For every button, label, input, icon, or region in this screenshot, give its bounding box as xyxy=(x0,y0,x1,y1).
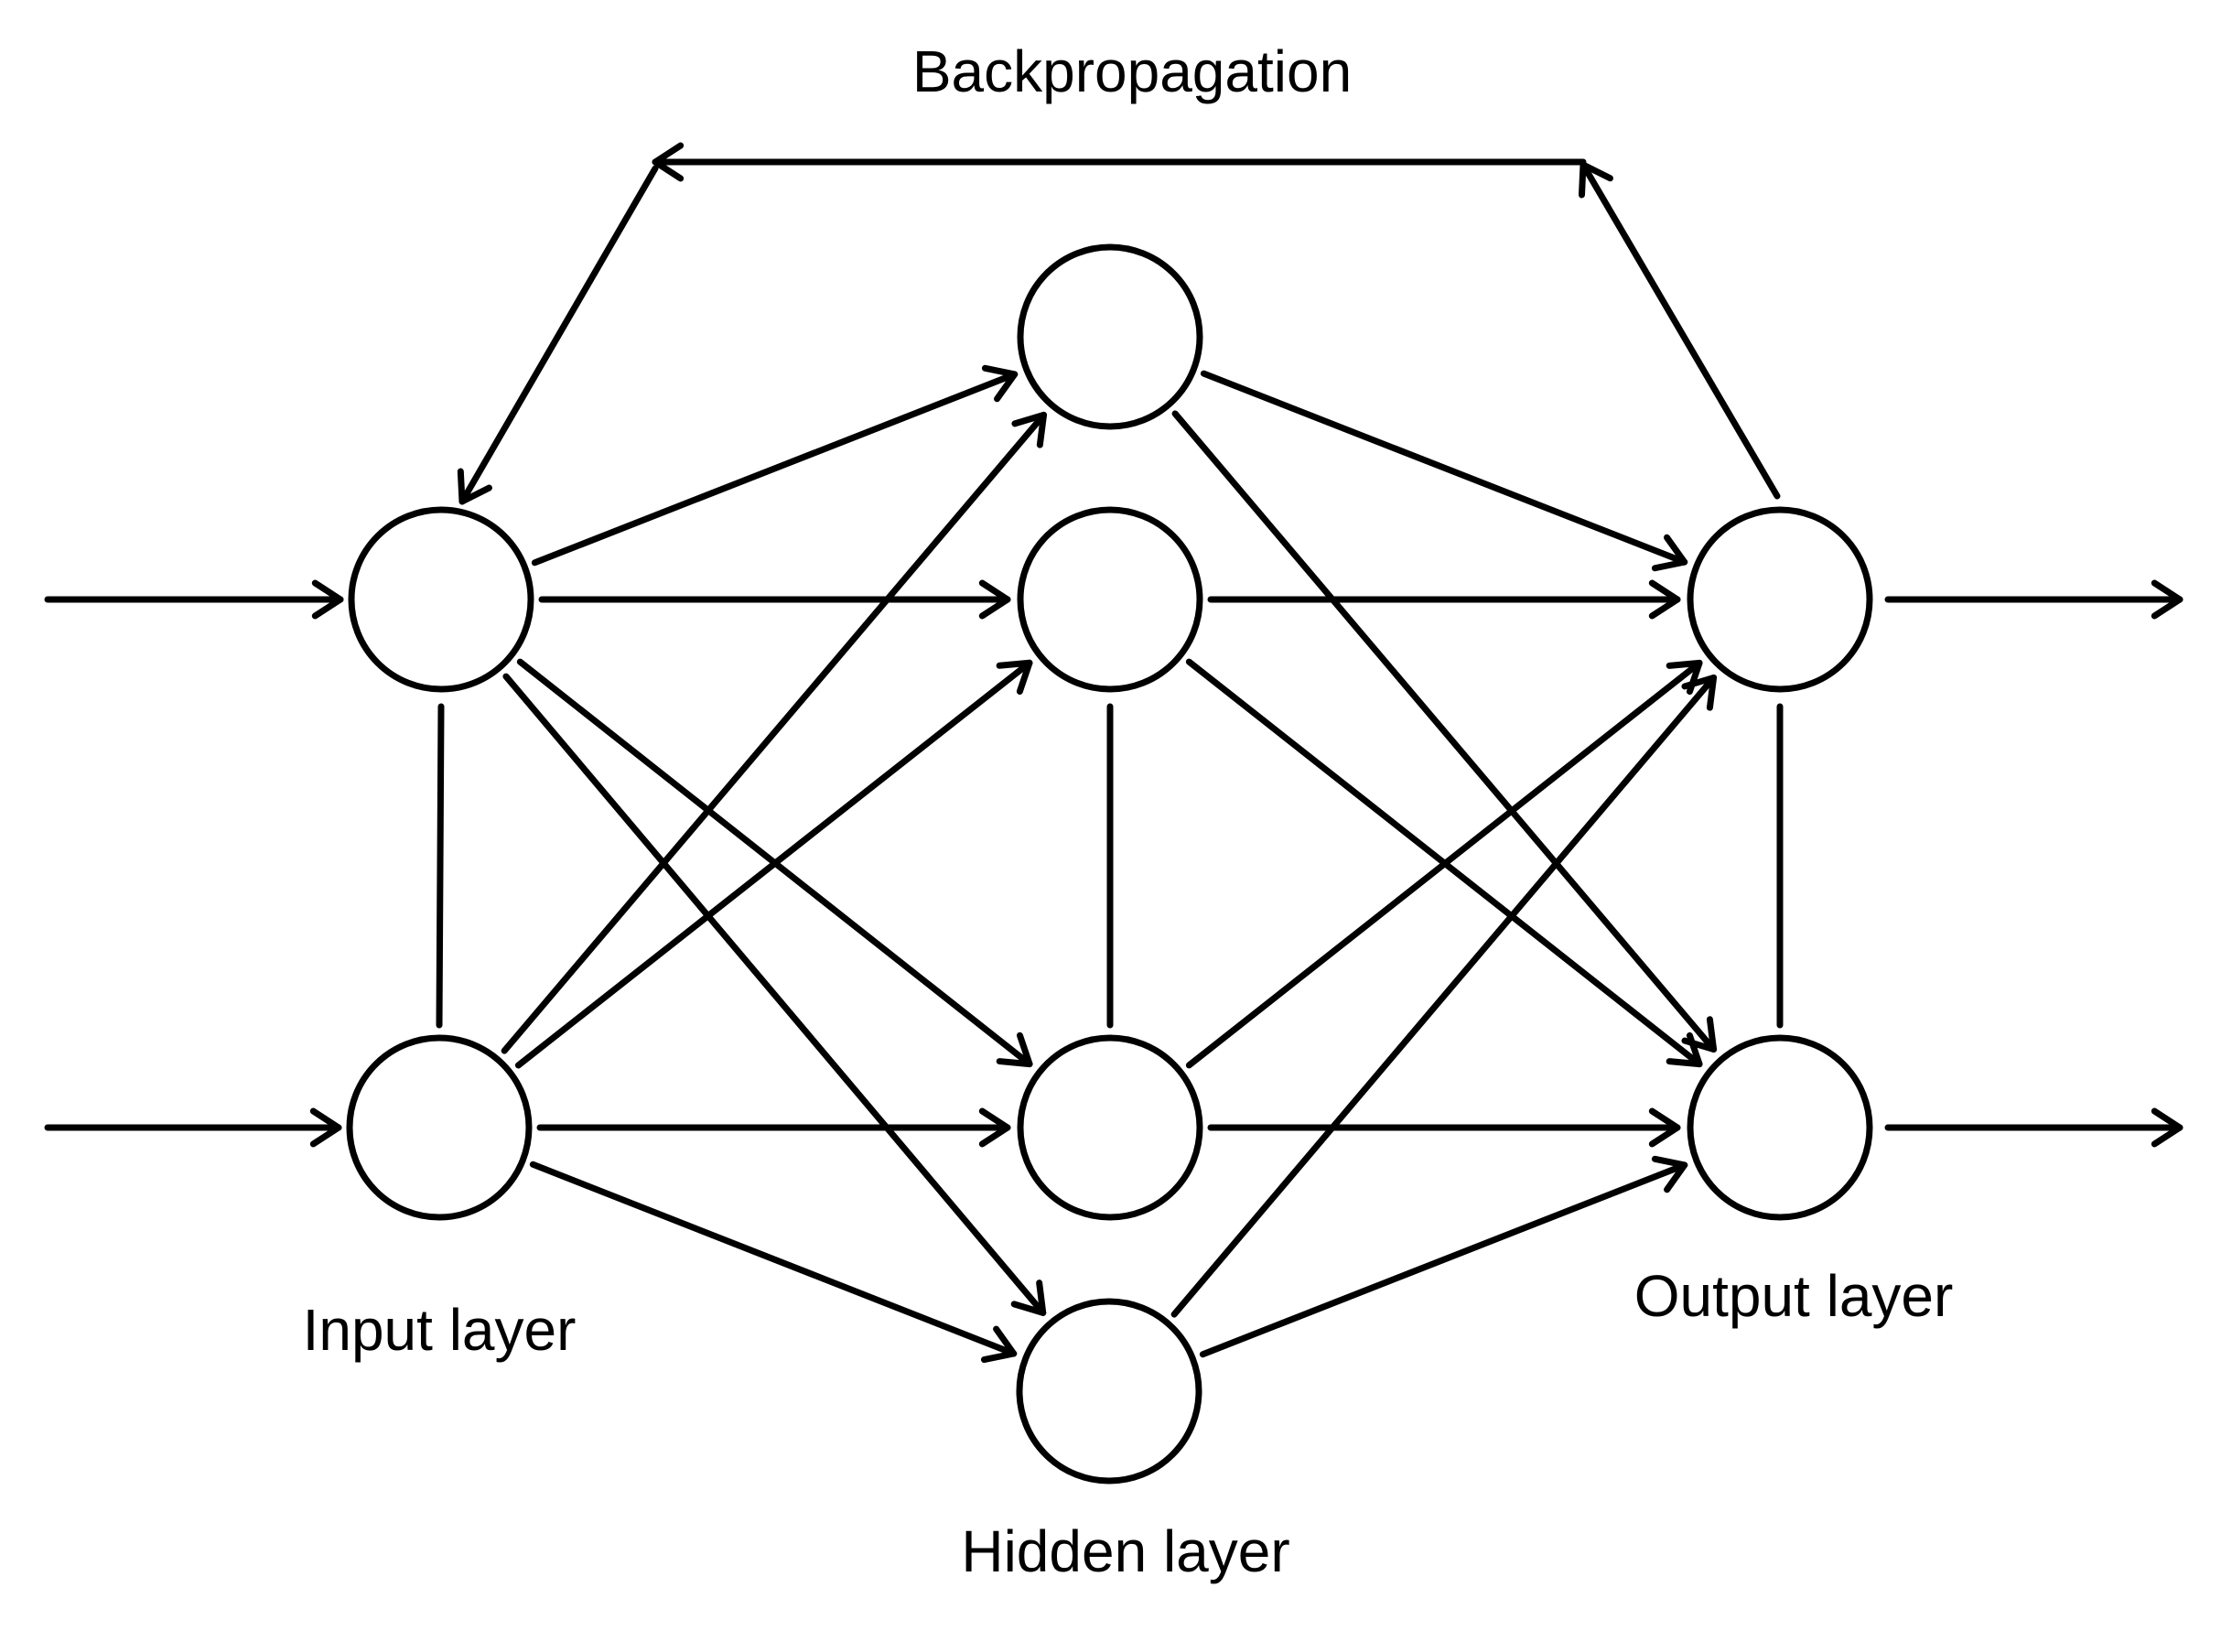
backprop-segment-3-arrowhead xyxy=(457,468,492,505)
edge-h4-o1 xyxy=(1170,674,1718,1318)
edge-h3-o2-arrowhead xyxy=(1648,1107,1681,1148)
input-arrow-i1-arrowhead xyxy=(311,579,344,620)
edge-i1-h3-arrowhead xyxy=(996,1031,1033,1068)
input-layer-label: Input layer xyxy=(303,1297,577,1363)
edge-i2-h1-arrowhead xyxy=(1011,411,1048,448)
edge-i2-h1 xyxy=(501,411,1048,1054)
edge-i1-h4-arrowhead xyxy=(1010,1279,1047,1316)
edge-h1-o1-arrowhead xyxy=(1651,534,1688,572)
edge-h3-o1 xyxy=(1185,659,1703,1069)
input-node-i2 xyxy=(346,1034,533,1221)
output-arrow-o2-arrowhead xyxy=(2151,1107,2183,1148)
edge-h4-o2-arrowhead xyxy=(1651,1155,1688,1193)
output-layer-label: Output layer xyxy=(1634,1263,1954,1329)
backprop-segment-3 xyxy=(458,165,659,505)
backprop-segment-1 xyxy=(1579,161,1781,500)
output-node-o1 xyxy=(1687,506,1873,693)
edge-i2-h3-arrowhead xyxy=(978,1107,1011,1148)
connector-i1-i2 xyxy=(436,703,445,1029)
backpropagation-title: Backpropagation xyxy=(912,38,1352,104)
edge-i2-h2-arrowhead xyxy=(996,659,1033,696)
hidden-node-h4 xyxy=(1016,1298,1202,1485)
connection-arrows xyxy=(44,364,2183,1364)
edge-h1-o1 xyxy=(1200,370,1688,566)
backprop-path xyxy=(457,142,1781,505)
edge-i2-h4-arrowhead xyxy=(980,1325,1018,1364)
output-arrow-o1-arrowhead xyxy=(2151,579,2183,620)
edge-h4-o2 xyxy=(1199,1161,1688,1358)
edge-i1-h1 xyxy=(531,371,1019,567)
neuron-nodes xyxy=(346,243,1873,1485)
edge-i1-h1-arrowhead xyxy=(981,364,1019,403)
edge-h2-o1-arrowhead xyxy=(1648,579,1681,620)
output-node-o2 xyxy=(1687,1034,1873,1221)
edge-i2-h2 xyxy=(514,659,1033,1069)
backprop-segment-2-arrowhead xyxy=(652,142,685,182)
edge-h4-o1-arrowhead xyxy=(1681,674,1718,711)
input-node-i1 xyxy=(348,506,534,693)
hidden-node-h3 xyxy=(1017,1034,1203,1221)
edge-i1-h2-arrowhead xyxy=(978,579,1011,620)
text-labels: Backpropagation Input layer Hidden layer… xyxy=(303,38,1954,1584)
edge-i1-h4 xyxy=(502,673,1047,1316)
hidden-layer-label: Hidden layer xyxy=(961,1518,1289,1584)
edge-h1-o2 xyxy=(1171,410,1718,1053)
hidden-node-h2 xyxy=(1017,506,1203,693)
edge-i2-h4 xyxy=(529,1161,1018,1357)
edge-h2-o2-arrowhead xyxy=(1666,1031,1703,1068)
input-arrow-i2-arrowhead xyxy=(309,1107,342,1148)
hidden-node-h1 xyxy=(1017,243,1203,430)
